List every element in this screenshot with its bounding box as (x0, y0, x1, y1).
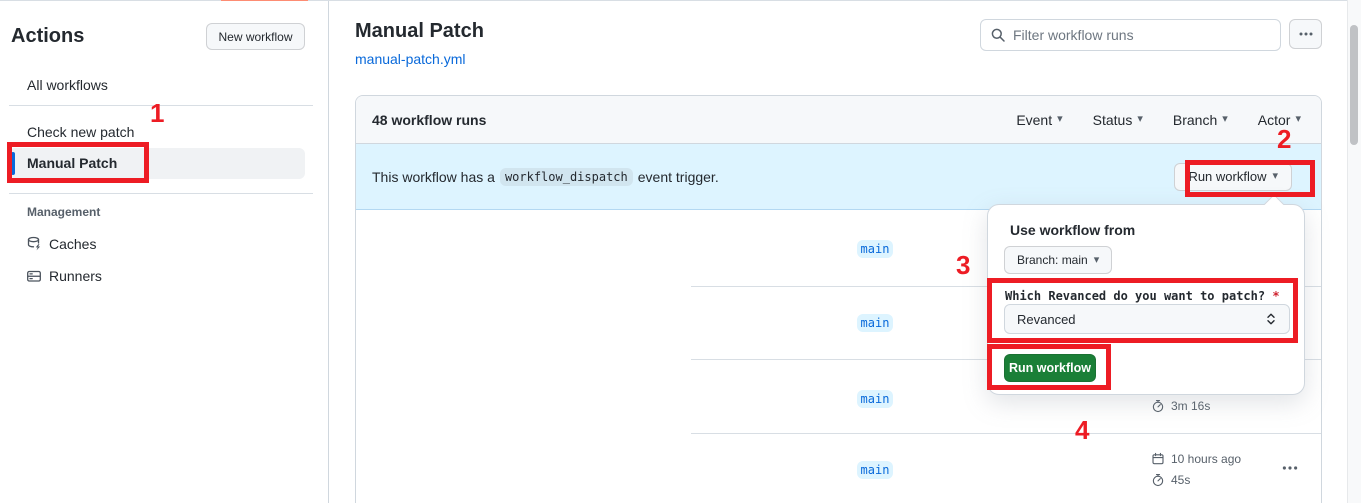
row-divider (691, 433, 1321, 434)
kebab-horizontal-icon (1282, 466, 1298, 470)
runs-list-header: 48 workflow runs Event ▾ Status ▾ Branch… (356, 96, 1321, 144)
search-icon (991, 28, 1005, 42)
page-title: Manual Patch (355, 20, 484, 42)
management-section-label: Management (27, 205, 101, 219)
branch-select-button[interactable]: Branch: main ▾ (1004, 246, 1113, 274)
revanced-select-value: Revanced (1017, 311, 1076, 327)
sidebar-item-caches-label: Caches (49, 236, 97, 252)
filter-status-dropdown[interactable]: Status ▾ (1092, 111, 1143, 128)
chevron-down-icon: ▾ (1057, 113, 1063, 125)
filter-branch-dropdown[interactable]: Branch ▾ (1172, 111, 1228, 128)
sidebar-item-manual-patch[interactable] (9, 148, 305, 179)
dispatch-input-label: Which Revanced do you want to patch? * (1005, 289, 1280, 303)
run-workflow-dropdown-button[interactable]: Run workflow ▾ (1174, 162, 1292, 191)
sidebar-item-all-workflows[interactable]: All workflows (27, 77, 108, 93)
chevron-down-icon: ▾ (1137, 113, 1143, 125)
new-workflow-button[interactable]: New workflow (206, 23, 305, 50)
filter-event-dropdown[interactable]: Event ▾ (1016, 111, 1063, 128)
run-workflow-submit-button[interactable]: Run workflow (1004, 354, 1096, 382)
sidebar-item-check-new-patch[interactable]: Check new patch (27, 124, 135, 140)
chevron-down-icon: ▾ (1222, 113, 1228, 125)
selected-accent-bar (11, 152, 15, 175)
select-updown-icon (1267, 313, 1275, 325)
page-scrollbar-thumb[interactable] (1350, 25, 1358, 145)
sidebar-title: Actions (11, 25, 85, 47)
kebab-horizontal-icon (1299, 32, 1312, 36)
run-start-time: 10 hours ago (1151, 452, 1241, 466)
use-workflow-from-label: Use workflow from (1010, 222, 1136, 238)
sidebar-item-manual-patch-label: Manual Patch (27, 155, 118, 171)
chevron-down-icon: ▾ (1093, 253, 1100, 266)
banner-text-after: event trigger. (637, 168, 719, 185)
sidebar-item-runners-label: Runners (49, 268, 102, 284)
runs-count-label: 48 workflow runs (372, 111, 487, 128)
chevron-down-icon: ▾ (1295, 113, 1301, 125)
filter-actor-dropdown[interactable]: Actor ▾ (1257, 111, 1301, 128)
workflow-run-row[interactable]: main (356, 210, 1321, 286)
chevron-down-icon: ▾ (1272, 170, 1278, 182)
workflow-file-link[interactable]: manual-patch.yml (355, 51, 466, 67)
workflow-run-row[interactable]: main 3m 16s (356, 359, 1321, 433)
divider (9, 193, 313, 194)
workflow-dispatch-banner: This workflow has a workflow_dispatch ev… (356, 144, 1321, 210)
runs-filter-bar: Event ▾ Status ▾ Branch ▾ Actor ▾ (1016, 112, 1301, 128)
required-asterisk: * (1272, 289, 1280, 303)
sidebar-item-runners[interactable]: Runners (26, 268, 102, 284)
branch-badge[interactable]: main (857, 240, 893, 258)
workflow-dispatch-code: workflow_dispatch (499, 167, 633, 186)
run-options-kebab-button[interactable] (1281, 459, 1299, 480)
branch-badge[interactable]: main (857, 461, 893, 479)
banner-text-before: This workflow has a (372, 168, 495, 185)
run-duration: 45s (1151, 473, 1190, 487)
stopwatch-icon (1152, 400, 1164, 413)
sidebar-item-caches[interactable]: Caches (26, 236, 96, 252)
stopwatch-icon (1152, 474, 1164, 487)
cache-database-icon (27, 236, 41, 251)
workflow-run-row[interactable]: main (356, 286, 1321, 359)
workflow-options-kebab-button[interactable] (1289, 19, 1322, 49)
actions-sidebar: Actions New workflow All workflows Check… (0, 1, 329, 503)
filter-workflow-runs-input[interactable] (980, 19, 1281, 51)
branch-badge[interactable]: main (857, 314, 893, 332)
branch-badge[interactable]: main (857, 390, 893, 408)
divider (9, 105, 313, 106)
run-duration: 3m 16s (1151, 399, 1210, 413)
workflow-run-row[interactable]: main 10 hours ago 45s (356, 433, 1321, 504)
run-workflow-dialog: Use workflow from Branch: main ▾ Which R… (987, 204, 1305, 395)
calendar-icon (1152, 452, 1164, 465)
server-rack-icon (27, 270, 41, 282)
top-border (0, 0, 1361, 1)
revanced-select[interactable]: Revanced (1004, 304, 1290, 334)
filter-workflow-runs-field (980, 19, 1281, 51)
